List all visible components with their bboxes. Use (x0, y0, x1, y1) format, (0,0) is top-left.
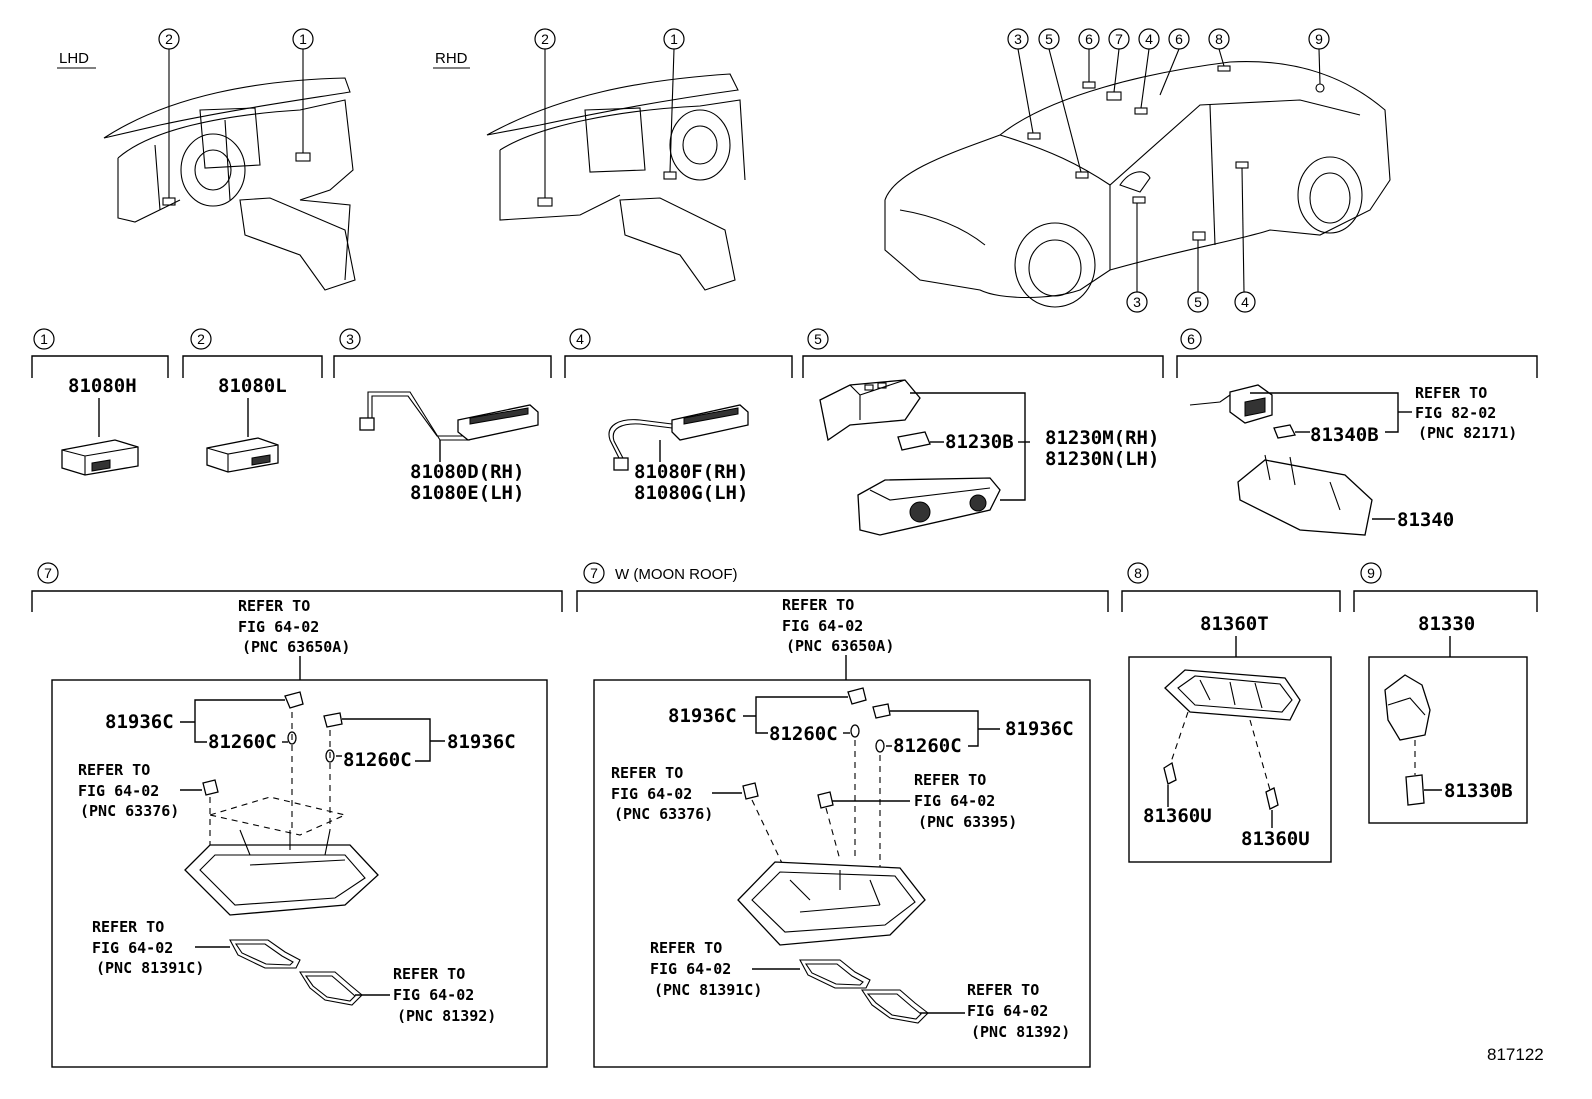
refer-to-7-top: REFER TO (238, 597, 310, 615)
part-81360T: 81360T (1200, 613, 1269, 635)
callout-car-3: 3 (1014, 31, 1022, 47)
part-81360U-a: 81360U (1143, 805, 1212, 827)
part-81080L: 81080L (218, 375, 287, 397)
callout-car-8: 8 (1215, 31, 1223, 47)
refer-fig-7-lens1: FIG 64-02 (92, 939, 173, 957)
part-81330: 81330 (1418, 613, 1475, 635)
refer-to-7-lens1: REFER TO (92, 918, 164, 936)
section-7-number: 7 (44, 565, 52, 581)
part-81080F-RH: 81080F(RH) (634, 461, 748, 483)
refer-fig-7mr-lens1: FIG 64-02 (650, 960, 731, 978)
section-8: 8 81360T 81360U 81360U (1121, 562, 1341, 863)
part-7-81260C-b: 81260C (343, 749, 412, 771)
callout-car-b4: 4 (1241, 294, 1249, 310)
part-81340: 81340 (1397, 509, 1454, 531)
section-3: 3 81080D(RH) 81080E(LH) (333, 328, 552, 504)
section-5: 5 81230B 81230M(RH) 81230N(LH) (802, 328, 1164, 536)
part-81330B: 81330B (1444, 780, 1513, 802)
refer-pnc-7mr-right: (PNC 63395) (918, 813, 1017, 831)
refer-to-7mr-right: REFER TO (914, 771, 986, 789)
callout-rhd-1: 1 (670, 31, 678, 47)
refer-fig-7mr-left: FIG 64-02 (611, 785, 692, 803)
part-81360U-b: 81360U (1241, 828, 1310, 850)
refer-fig-7-lens2: FIG 64-02 (393, 986, 474, 1004)
refer-to-7-left: REFER TO (78, 761, 150, 779)
refer-to-7mr-lens2: REFER TO (967, 981, 1039, 999)
refer-pnc-6: (PNC 82171) (1418, 424, 1517, 442)
lhd-label: LHD (59, 50, 89, 67)
section-6: 6 81340B REFER TO FIG 82-02 (PNC 82171) … (1176, 328, 1538, 536)
refer-fig-6: FIG 82-02 (1415, 404, 1496, 422)
section-2: 2 81080L (182, 328, 323, 473)
refer-pnc-7-top: (PNC 63650A) (242, 638, 350, 656)
car-callouts-top: 3 5 6 7 4 6 8 9 (1007, 28, 1330, 50)
part-81080E-LH: 81080E(LH) (410, 482, 524, 504)
part-81080H: 81080H (68, 375, 137, 397)
callout-car-9: 9 (1315, 31, 1323, 47)
refer-pnc-7mr-top: (PNC 63650A) (786, 637, 894, 655)
section-4: 4 81080F(RH) 81080G(LH) (564, 328, 793, 504)
refer-pnc-7mr-left: (PNC 63376) (614, 805, 713, 823)
callout-lhd-2: 2 (165, 31, 173, 47)
callout-car-4: 4 (1145, 31, 1153, 47)
part-7mr-81260C-b: 81260C (893, 735, 962, 757)
car-view (884, 48, 1391, 308)
refer-to-7-lens2: REFER TO (393, 965, 465, 983)
refer-fig-7-left: FIG 64-02 (78, 782, 159, 800)
section-6-number: 6 (1187, 331, 1195, 347)
refer-pnc-7-left: (PNC 63376) (80, 802, 179, 820)
car-callouts-bottom: 3 5 4 (1126, 291, 1256, 313)
callout-car-b3: 3 (1133, 294, 1141, 310)
part-7-81936C-a: 81936C (105, 711, 174, 733)
part-81080G-LH: 81080G(LH) (634, 482, 748, 504)
section-7-moon-roof: 7 W (MOON ROOF) REFER TO FIG 64-02 (PNC … (576, 562, 1109, 1068)
refer-pnc-7mr-lens1: (PNC 81391C) (654, 981, 762, 999)
refer-fig-7mr-lens2: FIG 64-02 (967, 1002, 1048, 1020)
part-7-81936C-b: 81936C (447, 731, 516, 753)
part-81230N-LH: 81230N(LH) (1045, 448, 1159, 470)
refer-fig-7-top: FIG 64-02 (238, 618, 319, 636)
refer-to-6: REFER TO (1415, 384, 1487, 402)
part-7mr-81936C-a: 81936C (668, 705, 737, 727)
section-7: 7 REFER TO FIG 64-02 (PNC 63650A) 81936C… (31, 562, 563, 1068)
part-81080D-RH: 81080D(RH) (410, 461, 524, 483)
callout-car-b5: 5 (1194, 294, 1202, 310)
section-9: 9 81330 81330B (1353, 562, 1538, 824)
rhd-view: RHD 2 1 (433, 28, 746, 291)
callout-rhd-2: 2 (541, 31, 549, 47)
part-81230M-RH: 81230M(RH) (1045, 427, 1159, 449)
figure-id: 817122 (1487, 1045, 1544, 1064)
part-7mr-81936C-b: 81936C (1005, 718, 1074, 740)
section-1-number: 1 (40, 331, 48, 347)
part-81340B: 81340B (1310, 424, 1379, 446)
part-81230B: 81230B (945, 431, 1014, 453)
refer-pnc-7mr-lens2: (PNC 81392) (971, 1023, 1070, 1041)
callout-car-6a: 6 (1085, 31, 1093, 47)
refer-to-7mr-lens1: REFER TO (650, 939, 722, 957)
part-7-81260C-a: 81260C (208, 731, 277, 753)
refer-to-7mr-left: REFER TO (611, 764, 683, 782)
section-8-number: 8 (1134, 565, 1142, 581)
rhd-label: RHD (435, 50, 468, 67)
section-7mr-number: 7 (590, 565, 598, 581)
callout-lhd-1: 1 (299, 31, 307, 47)
refer-fig-7mr-top: FIG 64-02 (782, 617, 863, 635)
refer-pnc-7-lens1: (PNC 81391C) (96, 959, 204, 977)
lhd-view: LHD 2 1 (57, 28, 356, 291)
callout-car-7: 7 (1115, 31, 1123, 47)
part-7mr-81260C-a: 81260C (769, 723, 838, 745)
callout-car-6b: 6 (1175, 31, 1183, 47)
section-2-number: 2 (197, 331, 205, 347)
section-3-number: 3 (346, 331, 354, 347)
section-5-number: 5 (814, 331, 822, 347)
section-1: 1 81080H (31, 328, 169, 476)
refer-to-7mr-top: REFER TO (782, 596, 854, 614)
section-9-number: 9 (1367, 565, 1375, 581)
section-4-number: 4 (576, 331, 584, 347)
refer-pnc-7-lens2: (PNC 81392) (397, 1007, 496, 1025)
moon-roof-label: W (MOON ROOF) (615, 566, 737, 583)
callout-car-5: 5 (1045, 31, 1053, 47)
refer-fig-7mr-right: FIG 64-02 (914, 792, 995, 810)
